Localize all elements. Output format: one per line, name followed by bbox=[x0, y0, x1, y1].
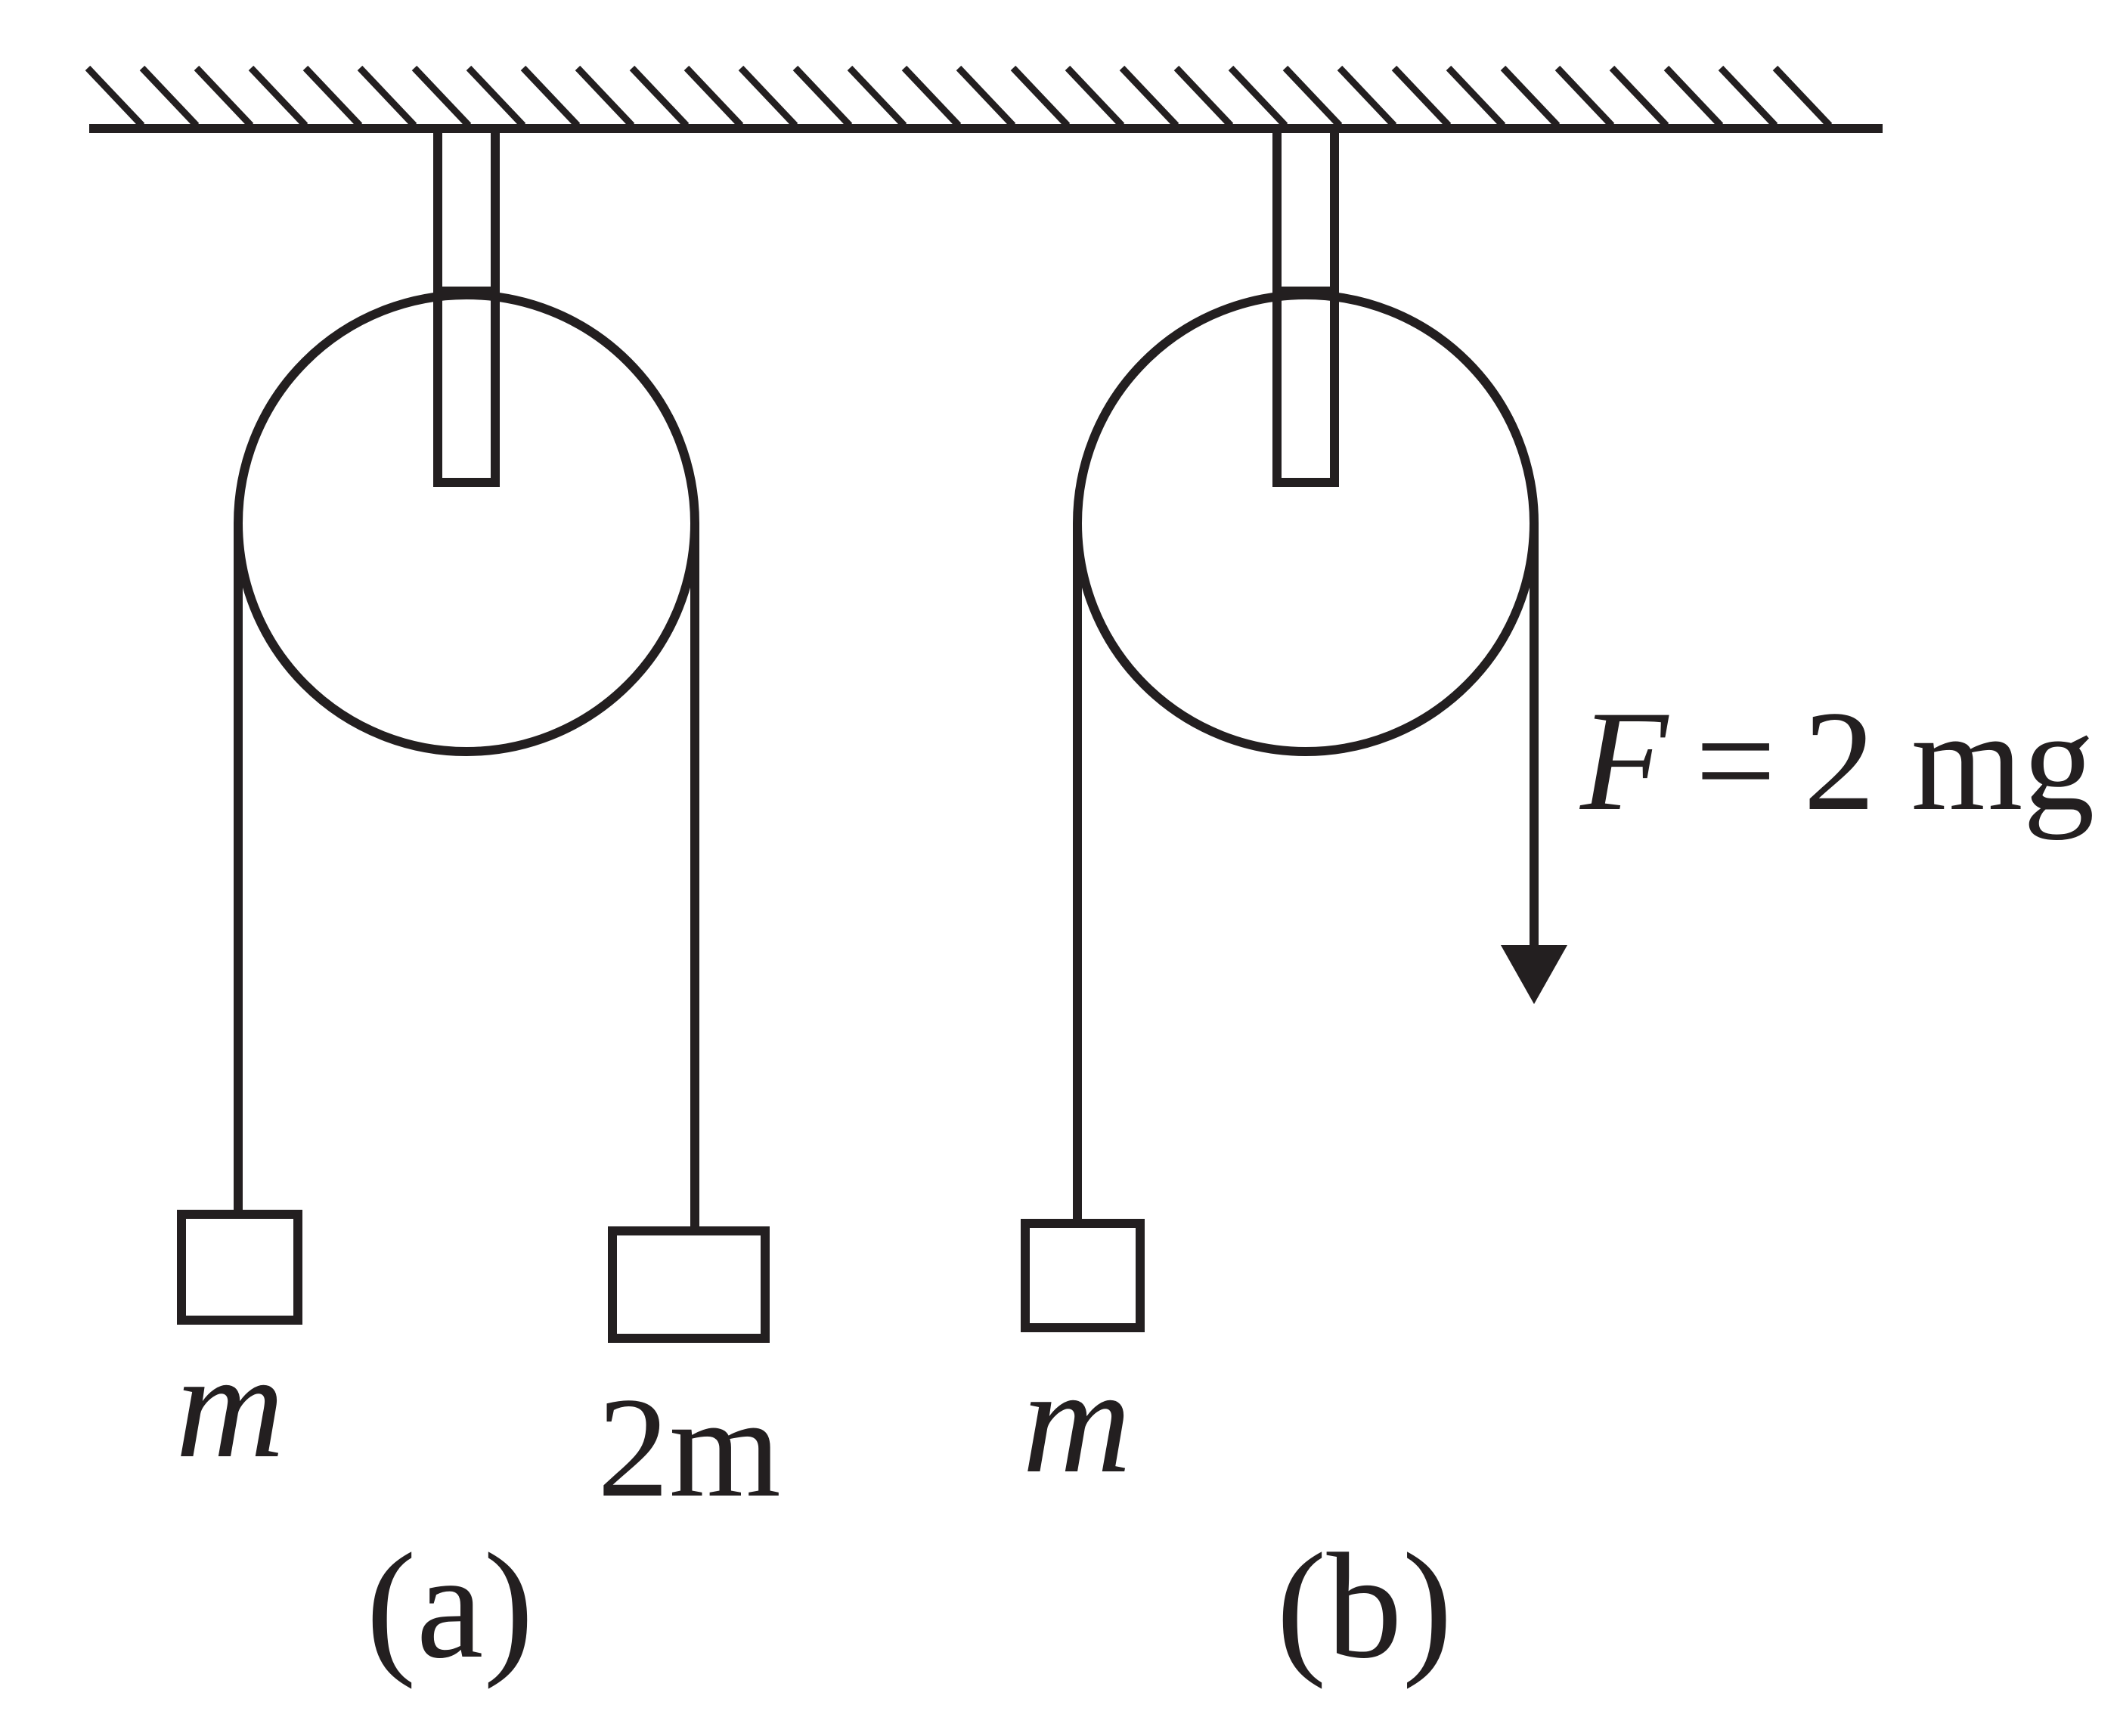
hatch-mark bbox=[847, 65, 907, 129]
pulley-mount-a bbox=[433, 124, 500, 487]
hatch-mark bbox=[466, 65, 526, 129]
hatch-mark bbox=[683, 65, 744, 129]
hatch-mark bbox=[1173, 65, 1234, 129]
hatch-mark bbox=[194, 65, 254, 129]
hatch-mark bbox=[1446, 65, 1506, 129]
ceiling bbox=[85, 65, 1883, 133]
system-a bbox=[177, 124, 770, 1343]
hatch-mark bbox=[357, 65, 417, 129]
hatch-mark bbox=[85, 65, 145, 129]
pulley-wheel-b-icon bbox=[1073, 290, 1539, 756]
hatch-mark bbox=[1609, 65, 1669, 129]
hatch-mark bbox=[575, 65, 635, 129]
system-b bbox=[1021, 124, 1567, 1332]
force-equals: = bbox=[1695, 682, 1777, 841]
hatch-mark bbox=[792, 65, 853, 129]
hatch-mark bbox=[1065, 65, 1125, 129]
hatch-mark bbox=[1010, 65, 1071, 129]
pulley-axle-a bbox=[433, 287, 500, 487]
mass-label-m-a: m bbox=[175, 1322, 285, 1490]
pulley-axle-b bbox=[1272, 287, 1339, 487]
hatch-mark bbox=[1663, 65, 1724, 129]
hatch-mark bbox=[1337, 65, 1397, 129]
hatch-mark bbox=[1500, 65, 1561, 129]
hatch-mark bbox=[1282, 65, 1343, 129]
ceiling-hatch-icon bbox=[85, 65, 1833, 129]
force-symbol: F bbox=[1580, 682, 1669, 841]
force-value: 2 mg bbox=[1803, 682, 2095, 841]
caption-a: (a) bbox=[366, 1523, 534, 1690]
pulley-mount-b bbox=[1272, 124, 1339, 487]
pulley-wheel-a-icon bbox=[234, 290, 699, 756]
hatch-mark bbox=[1554, 65, 1615, 129]
block-m-b bbox=[1021, 1219, 1145, 1332]
hatch-mark bbox=[139, 65, 200, 129]
hatch-mark bbox=[302, 65, 363, 129]
block-2m bbox=[608, 1226, 770, 1343]
hatch-mark bbox=[1228, 65, 1288, 129]
hatch-mark bbox=[520, 65, 581, 129]
hatch-mark bbox=[411, 65, 472, 129]
caption-b: (b) bbox=[1276, 1523, 1453, 1690]
hatch-mark bbox=[1119, 65, 1179, 129]
block-m-a bbox=[177, 1210, 302, 1325]
hatch-mark bbox=[738, 65, 798, 129]
hatch-mark bbox=[1772, 65, 1833, 129]
force-label: F=2 mg bbox=[1580, 690, 2095, 833]
force-arrow-icon bbox=[1501, 945, 1567, 1004]
mass-label-m-b: m bbox=[1022, 1338, 1132, 1505]
hatch-mark bbox=[956, 65, 1016, 129]
hatch-mark bbox=[1391, 65, 1452, 129]
hatch-mark bbox=[1718, 65, 1778, 129]
mass-label-2m: 2m bbox=[597, 1369, 781, 1527]
hatch-mark bbox=[901, 65, 962, 129]
hatch-mark bbox=[629, 65, 690, 129]
hatch-mark bbox=[248, 65, 308, 129]
